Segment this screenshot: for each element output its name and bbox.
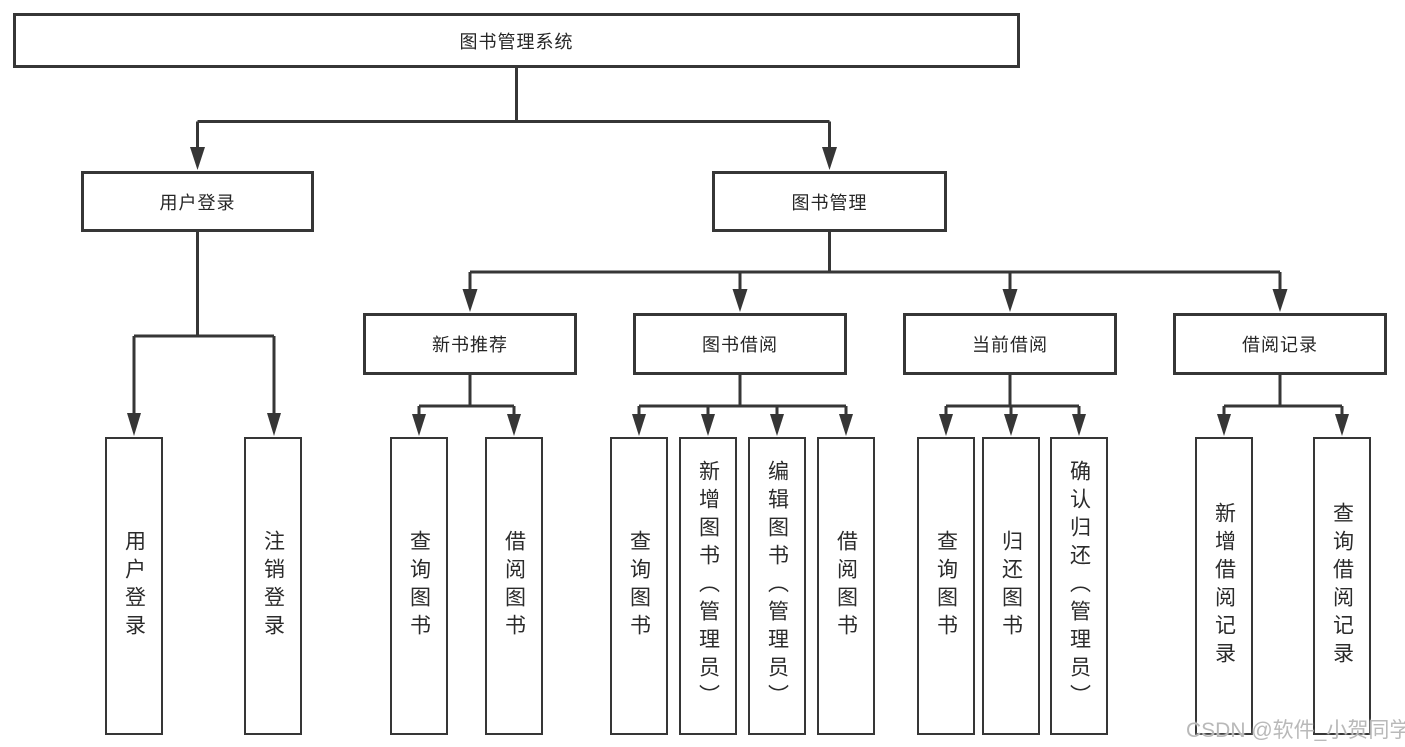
watermark: CSDN @软件_小贺同学: [1186, 719, 1405, 742]
arrow-down-icon: [507, 414, 521, 436]
leaf-query-borrow-record: 查询借阅记录: [1313, 437, 1371, 735]
leaf-add-borrow-record: 新增借阅记录: [1195, 437, 1253, 735]
node-label: 借阅记录: [1242, 335, 1318, 355]
arrow-down-icon: [1272, 289, 1288, 312]
node-label: 查询图书: [934, 530, 958, 642]
node-label: 借阅图书: [502, 530, 526, 642]
connector-current-to-leaves: [939, 375, 1086, 436]
node-label: 查询借阅记录: [1330, 502, 1354, 670]
node-label: 借阅图书: [834, 530, 858, 642]
leaf-query-books-current: 查询图书: [917, 437, 975, 735]
connector-borrow-to-leaves: [632, 375, 853, 436]
arrow-down-icon: [701, 414, 715, 436]
arrow-down-icon: [1217, 414, 1231, 436]
arrow-down-icon: [1072, 414, 1086, 436]
node-borrow-records: 借阅记录: [1173, 313, 1387, 375]
arrow-down-icon: [839, 414, 853, 436]
arrow-down-icon: [770, 414, 784, 436]
arrow-down-icon: [1004, 414, 1018, 436]
arrow-down-icon: [190, 147, 205, 170]
leaf-borrow-books-recommend: 借阅图书: [485, 437, 543, 735]
connector-login-to-leaves: [127, 232, 281, 436]
leaf-logout: 注销登录: [244, 437, 302, 735]
node-label: 新增借阅记录: [1212, 502, 1236, 670]
node-label: 用户登录: [159, 192, 236, 213]
node-book-management: 图书管理: [712, 171, 947, 232]
node-label: 新增图书（管理员）: [696, 460, 720, 712]
connector-root-to-level2: [190, 68, 837, 170]
node-label: 用户登录: [122, 530, 146, 642]
node-label: 查询图书: [407, 530, 431, 642]
leaf-edit-books-admin: 编辑图书（管理员）: [748, 437, 806, 735]
leaf-add-books-admin: 新增图书（管理员）: [679, 437, 737, 735]
node-root-system: 图书管理系统: [13, 13, 1020, 68]
leaf-query-books-borrow: 查询图书: [610, 437, 668, 735]
arrow-down-icon: [267, 413, 281, 436]
node-label: 图书管理: [791, 192, 868, 213]
node-label: 编辑图书（管理员）: [765, 460, 789, 712]
connector-recommend-to-leaves: [412, 375, 521, 436]
node-label: 归还图书: [999, 530, 1023, 642]
leaf-query-books-recommend: 查询图书: [390, 437, 448, 735]
node-label: 新书推荐: [432, 335, 508, 355]
node-label: 查询图书: [627, 530, 651, 642]
arrow-down-icon: [939, 414, 953, 436]
connector-mgmt-to-level3: [462, 232, 1288, 312]
node-label: 确认归还（管理员）: [1067, 460, 1091, 712]
arrow-down-icon: [822, 147, 837, 170]
node-book-borrow: 图书借阅: [633, 313, 847, 375]
arrow-down-icon: [632, 414, 646, 436]
node-label: 图书借阅: [702, 335, 778, 355]
arrow-down-icon: [1335, 414, 1349, 436]
node-user-login: 用户登录: [81, 171, 314, 232]
connector-records-to-leaves: [1217, 375, 1349, 436]
arrow-down-icon: [462, 289, 478, 312]
leaf-confirm-return-admin: 确认归还（管理员）: [1050, 437, 1108, 735]
leaf-return-books: 归还图书: [982, 437, 1040, 735]
arrow-down-icon: [732, 289, 748, 312]
leaf-user-login: 用户登录: [105, 437, 163, 735]
node-label: 图书管理系统: [459, 31, 574, 52]
node-current-borrow: 当前借阅: [903, 313, 1117, 375]
leaf-borrow-books: 借阅图书: [817, 437, 875, 735]
node-new-book-recommend: 新书推荐: [363, 313, 577, 375]
node-label: 当前借阅: [972, 335, 1048, 355]
arrow-down-icon: [412, 414, 426, 436]
node-label: 注销登录: [261, 530, 285, 642]
arrow-down-icon: [127, 413, 141, 436]
arrow-down-icon: [1002, 289, 1018, 312]
